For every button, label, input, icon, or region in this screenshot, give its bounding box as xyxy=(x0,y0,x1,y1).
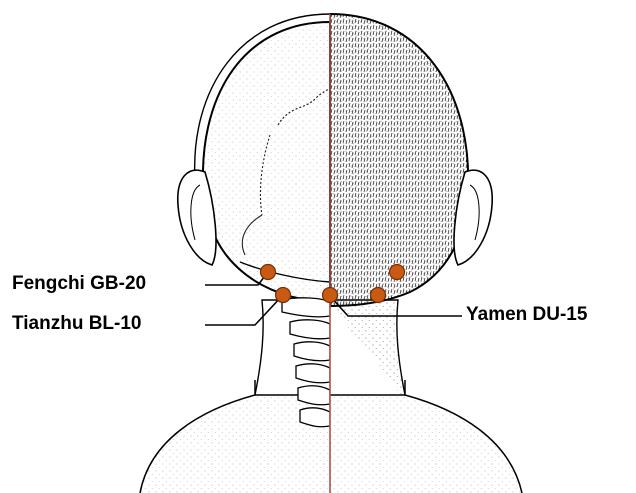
label-tianzhu: Tianzhu BL-10 xyxy=(12,314,142,333)
label-fengchi: Fengchi GB-20 xyxy=(12,274,146,293)
label-yamen: Yamen DU-15 xyxy=(466,305,587,324)
acupoint-dot-icon xyxy=(371,288,386,303)
acupoint-dot-icon xyxy=(390,265,405,280)
acupoint-dot-icon xyxy=(276,288,291,303)
acupoint-dot-icon xyxy=(323,288,338,303)
acupoint-dot-icon xyxy=(261,265,276,280)
